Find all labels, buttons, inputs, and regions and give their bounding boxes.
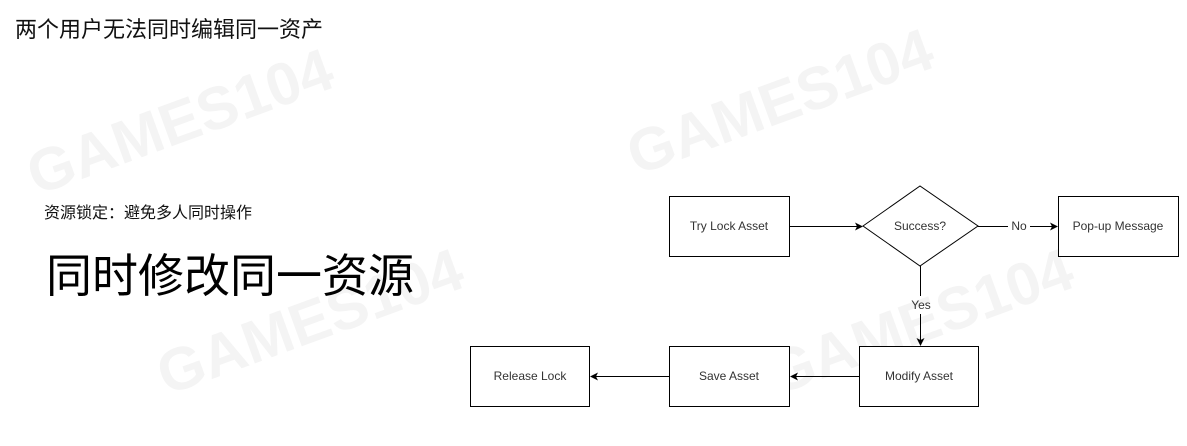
subtitle: 资源锁定：避免多人同时操作 [44, 203, 253, 222]
node-popup [1058, 196, 1179, 257]
label-release: Release Lock [494, 369, 568, 383]
node-try-lock [669, 196, 790, 257]
label-popup: Pop-up Message [1073, 219, 1164, 233]
node-modify [859, 346, 979, 407]
label-save: Save Asset [699, 369, 760, 383]
edge-label-yes: Yes [911, 298, 931, 312]
label-modify: Modify Asset [885, 369, 954, 383]
slide-title: 两个用户无法同时编辑同一资产 [15, 18, 324, 43]
label-try-lock: Try Lock Asset [690, 219, 769, 233]
edge-label-no: No [1011, 219, 1027, 233]
label-success: Success? [894, 219, 946, 233]
headline: 同时修改同一资源 [46, 249, 414, 303]
node-release [470, 346, 590, 407]
node-save [669, 346, 790, 407]
